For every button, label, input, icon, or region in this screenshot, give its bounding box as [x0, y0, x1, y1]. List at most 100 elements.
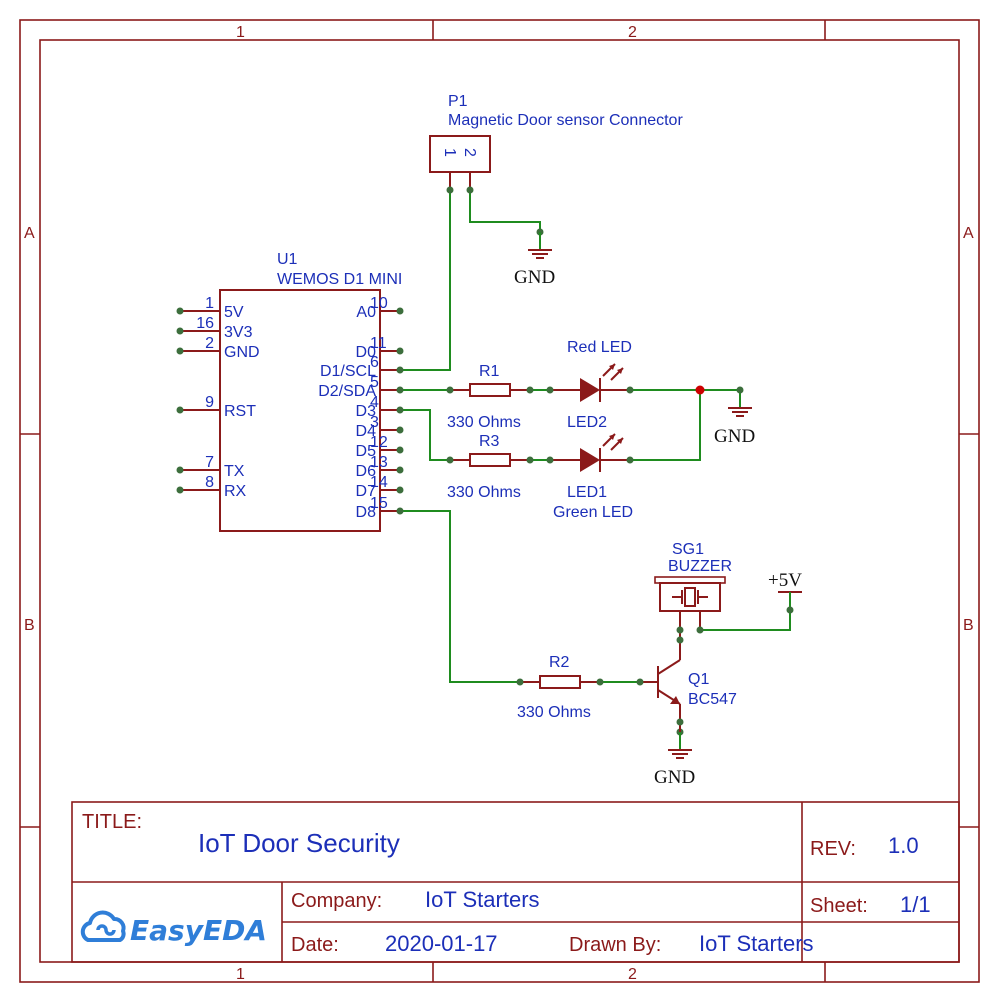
pin-name: TX: [224, 463, 245, 480]
frame-row-marker: B: [963, 617, 974, 634]
pin-number: 8: [205, 474, 214, 491]
date-label: Date:: [291, 934, 339, 956]
pin-name: A0: [356, 304, 376, 321]
led-designator: LED1: [567, 484, 607, 501]
pin-name: D8: [356, 504, 377, 521]
led-value: Green LED: [553, 504, 633, 521]
transistor-value: BC547: [688, 691, 737, 708]
cloud-icon: [80, 910, 126, 942]
frame-row-marker: A: [24, 225, 35, 242]
pin-name: 3V3: [224, 324, 253, 341]
pin-name: D4: [356, 423, 377, 440]
module-pin-tx: 7TX: [176, 454, 245, 480]
resistor-designator: R1: [479, 363, 500, 380]
resistor-designator: R2: [549, 654, 570, 671]
title-block: TITLE: IoT Door Security REV: 1.0 Compan…: [71, 801, 960, 963]
pin-name: D0: [356, 344, 377, 361]
pin-name: D6: [356, 463, 377, 480]
gnd-label: GND: [654, 767, 695, 788]
wire-led1-common: [630, 390, 701, 461]
gnd-label: GND: [714, 426, 755, 447]
buzzer-value: BUZZER: [668, 558, 732, 575]
pin-name: RST: [224, 403, 256, 420]
module-u1: U1 WEMOS D1 MINI 15V163V32GND9RST7TX8RX …: [176, 251, 404, 532]
vcc-label: +5V: [768, 570, 802, 591]
pin-name: D7: [356, 483, 377, 500]
module-pin-d4: 3D4: [356, 414, 404, 440]
easyeda-logo: EasyEDA: [80, 910, 267, 947]
buzzer-sg1: SG1 BUZZER: [654, 541, 732, 650]
led-value: Red LED: [567, 339, 632, 356]
pin-number: 16: [196, 315, 214, 332]
date-value: 2020-01-17: [385, 931, 498, 956]
connector-value: Magnetic Door sensor Connector: [448, 112, 683, 129]
logo-text: EasyEDA: [130, 914, 267, 947]
gnd-symbol-q1: GND: [654, 728, 695, 788]
resistor-value: 330 Ohms: [447, 484, 521, 501]
pin-number: 12: [370, 434, 388, 451]
pin-number: 14: [370, 474, 388, 491]
drawn-by-label: Drawn By:: [569, 934, 661, 956]
pin-number: 15: [370, 495, 388, 512]
pin-number: 5: [370, 374, 379, 391]
pin-number: 4: [370, 394, 379, 411]
pin-number: 11: [370, 335, 387, 352]
frame-col-marker: 1: [236, 966, 245, 983]
wire-buzzer-5v: [700, 610, 791, 631]
wires: [400, 190, 791, 683]
module-pin-5v: 15V: [176, 295, 244, 321]
resistor-r3: R3 330 Ohms: [446, 433, 534, 501]
pin-name: RX: [224, 483, 247, 500]
transistor-q1: Q1 BC547: [636, 636, 737, 732]
transistor-designator: Q1: [688, 671, 709, 688]
wire-d8-r2: [400, 510, 520, 683]
connector-p1: 1 2 P1 Magnetic Door sensor Connector: [429, 93, 683, 194]
led-red: Red LED LED2: [546, 339, 634, 431]
resistor-value: 330 Ohms: [447, 414, 521, 431]
pin-number: 10: [370, 295, 388, 312]
pin-number: 2: [205, 335, 214, 352]
junction-dot: [695, 385, 705, 395]
pin-number: 7: [205, 454, 214, 471]
gnd-symbol-leds: GND: [714, 386, 755, 447]
pin-name: D2/SDA: [318, 383, 376, 400]
pin-number: 9: [205, 394, 214, 411]
company-label: Company:: [291, 890, 382, 912]
frame-col-marker: 1: [236, 24, 245, 41]
vcc-symbol: +5V: [768, 570, 802, 614]
resistor-r2: R2 330 Ohms: [516, 654, 604, 721]
rev-label: REV:: [810, 838, 856, 860]
wire-p1-d1: [400, 190, 451, 371]
resistor-value: 330 Ohms: [517, 704, 591, 721]
frame-row-marker: B: [24, 617, 35, 634]
frame-row-marker: A: [963, 225, 974, 242]
page-title: IoT Door Security: [198, 828, 400, 858]
wire-led2-gnd: [630, 389, 741, 400]
pin-name: D1/SCL: [320, 363, 376, 380]
module-pin-rx: 8RX: [176, 474, 247, 500]
company-value: IoT Starters: [425, 887, 540, 912]
pin-number: 13: [370, 454, 388, 471]
module-right-pins: 10A011D06D1/SCL5D2/SDA4D33D412D513D614D7…: [318, 295, 404, 521]
pin-number: 6: [370, 354, 379, 371]
gnd-label: GND: [514, 267, 555, 288]
module-pin-d2-sda: 5D2/SDA: [318, 374, 404, 400]
connector-pin-number: 2: [461, 148, 478, 157]
module-designator: U1: [277, 251, 298, 268]
module-pin-d1-scl: 6D1/SCL: [320, 354, 404, 380]
led-green: LED1 Green LED: [546, 433, 634, 521]
pin-number: 1: [205, 295, 214, 312]
pin-number: 3: [370, 414, 379, 431]
frame-col-marker: 2: [628, 24, 637, 41]
sheet-value: 1/1: [900, 892, 931, 917]
module-pin-3v3: 16 3V3: [176, 315, 253, 341]
